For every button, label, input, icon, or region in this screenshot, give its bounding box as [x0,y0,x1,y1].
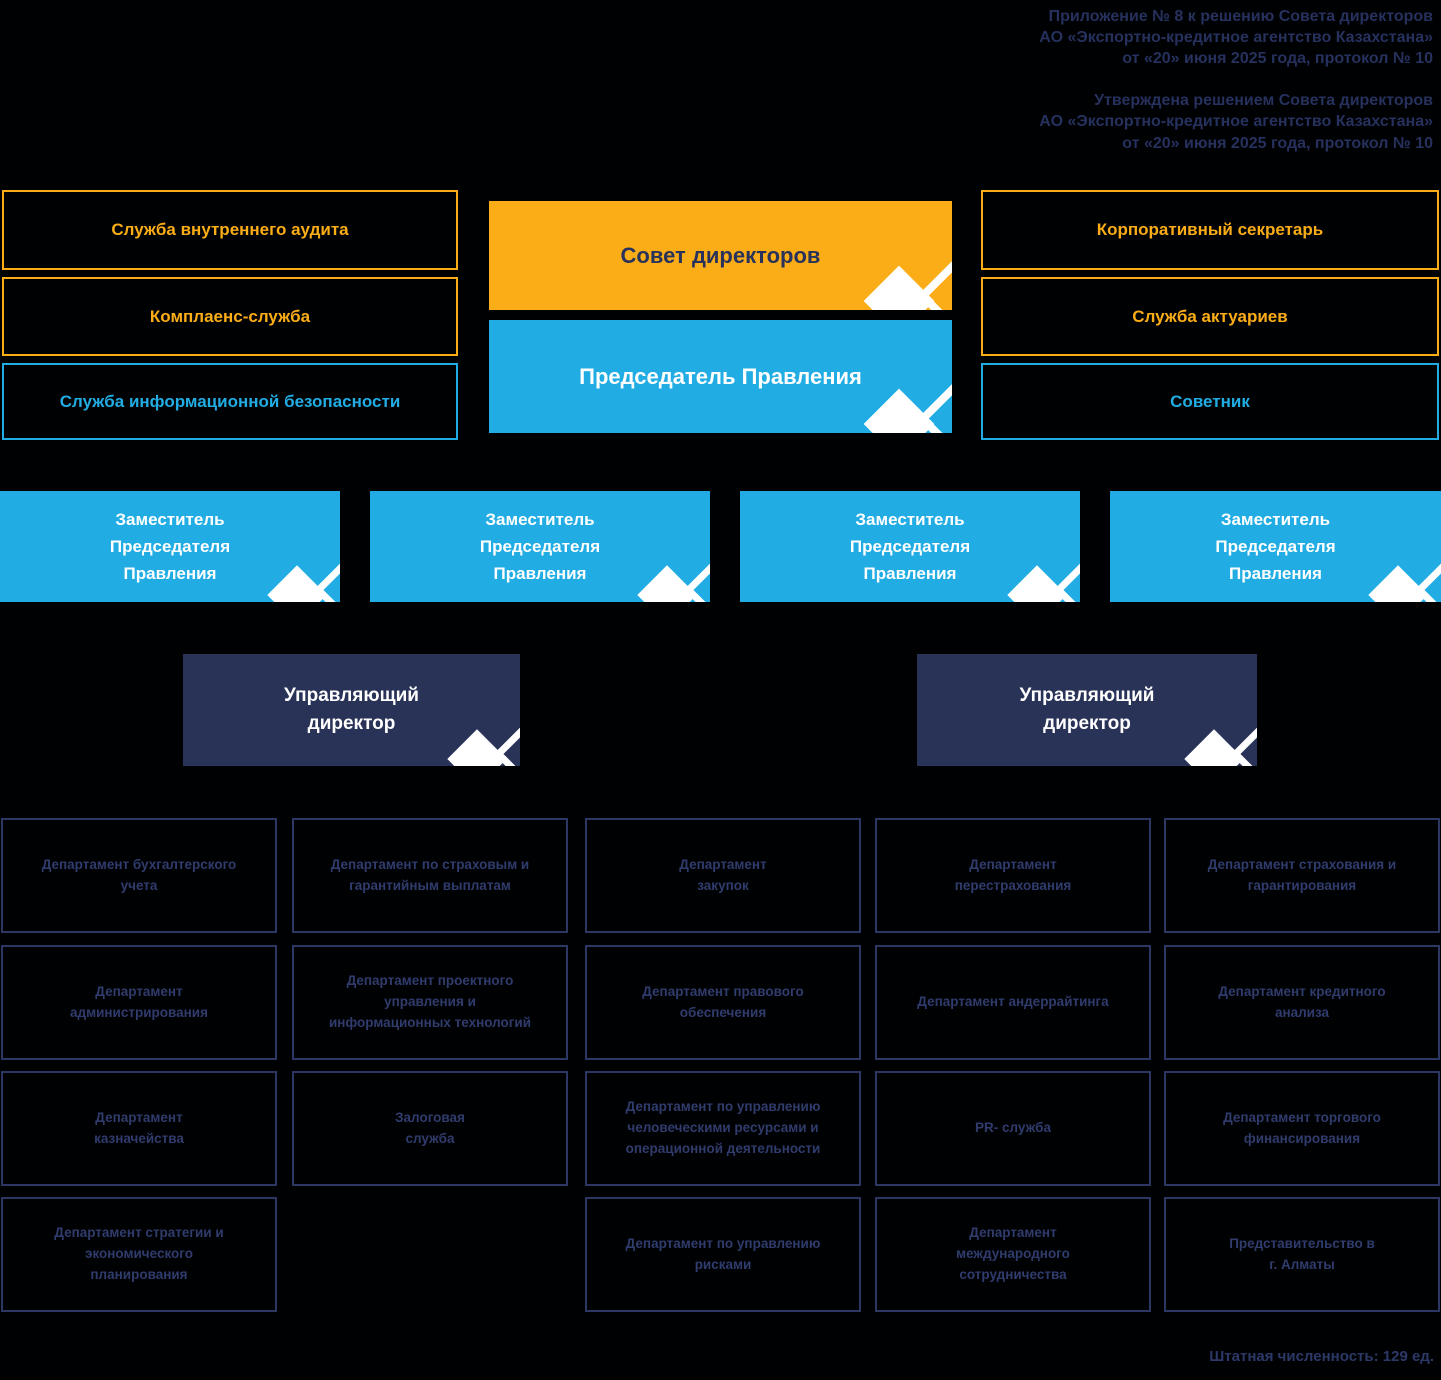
deputy-chairman-box-1: Заместитель Председателя Правления [0,491,340,602]
dept-underwriting: Департамент андеррайтинга [875,945,1151,1060]
managing-director-label: Управляющий директор [284,685,419,734]
chairman-label: Председатель Правления [579,363,862,389]
diamond-outline-icon [917,245,952,310]
dept-label: Департамент кредитного анализа [1218,983,1386,1020]
dept-label: Залоговая служба [395,1109,465,1146]
board-of-directors-label: Совет директоров [620,242,821,268]
annex-note: Приложение № 8 к решению Совета директор… [1039,8,1433,68]
dept-strategy-economic-planning: Департамент стратегии и экономического п… [1,1197,277,1312]
unit-information-security: Служба информационной безопасности [2,363,458,440]
dept-international-cooperation: Департамент международного сотрудничеств… [875,1197,1151,1312]
unit-actuarial-service-label: Служба актуариев [1132,306,1288,326]
diamond-icon [267,565,327,602]
dept-treasury: Департамент казначейства [1,1071,277,1186]
dept-label: Департамент международного сотрудничеств… [956,1225,1070,1282]
dept-label: Департамент закупок [679,856,767,893]
dept-almaty-representative-office: Представительство в г. Алматы [1164,1197,1440,1312]
dept-risk-management: Департамент по управлению рисками [585,1197,861,1312]
dept-administration: Департамент администрирования [1,945,277,1060]
unit-corporate-secretary: Корпоративный секретарь [981,190,1439,270]
deputy-chairman-label: Заместитель Председателя Правления [479,509,601,584]
dept-label: Департамент проектного управления и инфо… [328,973,532,1030]
unit-internal-audit-label: Служба внутреннего аудита [111,220,349,239]
unit-compliance-label: Комплаенс-служба [149,306,311,326]
dept-label: Департамент по страховым и гарантийным в… [330,856,530,893]
diamond-icon [637,565,697,602]
unit-actuarial-service: Служба актуариев [981,277,1439,356]
dept-label: Департамент перестрахования [954,856,1072,893]
dept-legal-support: Департамент правового обеспечения [585,945,861,1060]
deputy-chairman-label: Заместитель Председателя Правления [1215,509,1336,584]
chairman-box: Председатель Правления [489,320,952,433]
approval-note: Утверждена решением Совета директоров АО… [1039,92,1433,152]
dept-label: Департамент андеррайтинга [917,994,1109,1010]
headcount-note: Штатная численность: 129 ед. [1209,1348,1434,1365]
dept-label: Департамент администрирования [70,983,208,1020]
dept-procurement: Департамент закупок [585,818,861,933]
dept-collateral-service: Залоговая служба [292,1071,568,1186]
diamond-icon [1184,729,1244,766]
dept-label: Департамент по управлению человеческими … [625,1099,821,1156]
dept-trade-finance: Департамент торгового финансирования [1164,1071,1440,1186]
unit-information-security-label: Служба информационной безопасности [59,391,401,411]
dept-project-management-it: Департамент проектного управления и инфо… [292,945,568,1060]
diamond-outline-icon [1414,547,1441,602]
dept-label: Департамент правового обеспечения [642,983,804,1020]
diamond-outline-icon [917,368,952,433]
deputy-chairman-box-3: Заместитель Председателя Правления [740,491,1080,602]
dept-reinsurance: Департамент перестрахования [875,818,1151,933]
board-of-directors-box: Совет директоров [489,201,952,310]
deputy-chairman-box-2: Заместитель Председателя Правления [370,491,710,602]
diamond-outline-icon [683,547,710,602]
deputy-chairman-label: Заместитель Председателя Правления [849,509,971,584]
dept-pr-service: PR- служба [875,1071,1151,1186]
dept-label: Департамент торгового финансирования [1223,1109,1381,1146]
dept-label: PR- служба [975,1120,1051,1136]
dept-credit-analysis: Департамент кредитного анализа [1164,945,1440,1060]
dept-insurance-guarantee-payments: Департамент по страховым и гарантийным в… [292,818,568,933]
diamond-outline-icon [1053,547,1080,602]
managing-director-box-1: Управляющий директор [183,654,520,766]
dept-label: Департамент казначейства [94,1109,184,1146]
dept-accounting: Департамент бухгалтерского учета [1,818,277,933]
diamond-icon [447,729,507,766]
dept-label: Департамент по управлению рисками [625,1235,821,1272]
unit-advisor: Советник [981,363,1439,440]
unit-compliance: Комплаенс-служба [2,277,458,356]
unit-internal-audit: Служба внутреннего аудита [2,190,458,270]
deputy-chairman-box-4: Заместитель Председателя Правления [1110,491,1441,602]
dept-label: Представительство в г. Алматы [1229,1235,1375,1272]
diamond-outline-icon [313,547,340,602]
deputy-chairman-label: Заместитель Председателя Правления [109,509,231,584]
managing-director-box-2: Управляющий директор [917,654,1257,766]
dept-label: Департамент страхования и гарантирования [1207,856,1397,893]
unit-corporate-secretary-label: Корпоративный секретарь [1096,220,1324,239]
dept-label: Департамент бухгалтерского учета [41,856,237,893]
diamond-outline-icon [1230,711,1257,766]
diamond-icon [1007,565,1067,602]
unit-advisor-label: Советник [1170,391,1250,411]
managing-director-label: Управляющий директор [1019,685,1155,734]
dept-insurance-guaranteeing: Департамент страхования и гарантирования [1164,818,1440,933]
diamond-outline-icon [493,711,520,766]
diamond-icon [1368,565,1428,602]
dept-label: Департамент стратегии и экономического п… [54,1225,224,1282]
dept-hr-operations: Департамент по управлению человеческими … [585,1071,861,1186]
approval-notes: Приложение № 8 к решению Совета директор… [1039,6,1433,154]
